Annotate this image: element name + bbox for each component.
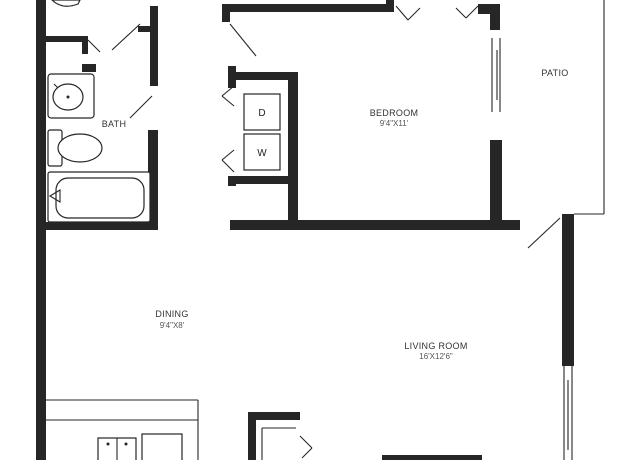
room-labels: BATH BEDROOM 9'4"X11' PATIO DINING 9'4"X… (102, 68, 569, 361)
patio-label: PATIO (541, 68, 568, 78)
thin-lines (46, 0, 605, 460)
toilet-bowl (57, 133, 103, 163)
washer-label: W (257, 148, 267, 159)
bath-fixtures (47, 0, 151, 223)
doors (87, 5, 561, 459)
kitchen-fixtures (97, 433, 183, 460)
living-room-label: LIVING ROOM (404, 341, 467, 351)
dryer-label: D (258, 108, 265, 119)
walls (36, 0, 574, 460)
laundry: D W (243, 93, 281, 171)
living-room-dims: 16'X12'6" (419, 352, 453, 361)
bedroom-label: BEDROOM (370, 108, 419, 118)
bedroom-dims: 9'4"X11' (380, 119, 409, 128)
bath-label: BATH (102, 119, 127, 129)
fixture-top (51, 0, 81, 7)
dining-label: DINING (155, 309, 188, 319)
dining-dims: 9'4"X8' (160, 321, 185, 330)
dryer-box (243, 93, 281, 131)
dishwasher (141, 433, 183, 460)
washer-box (243, 133, 281, 171)
